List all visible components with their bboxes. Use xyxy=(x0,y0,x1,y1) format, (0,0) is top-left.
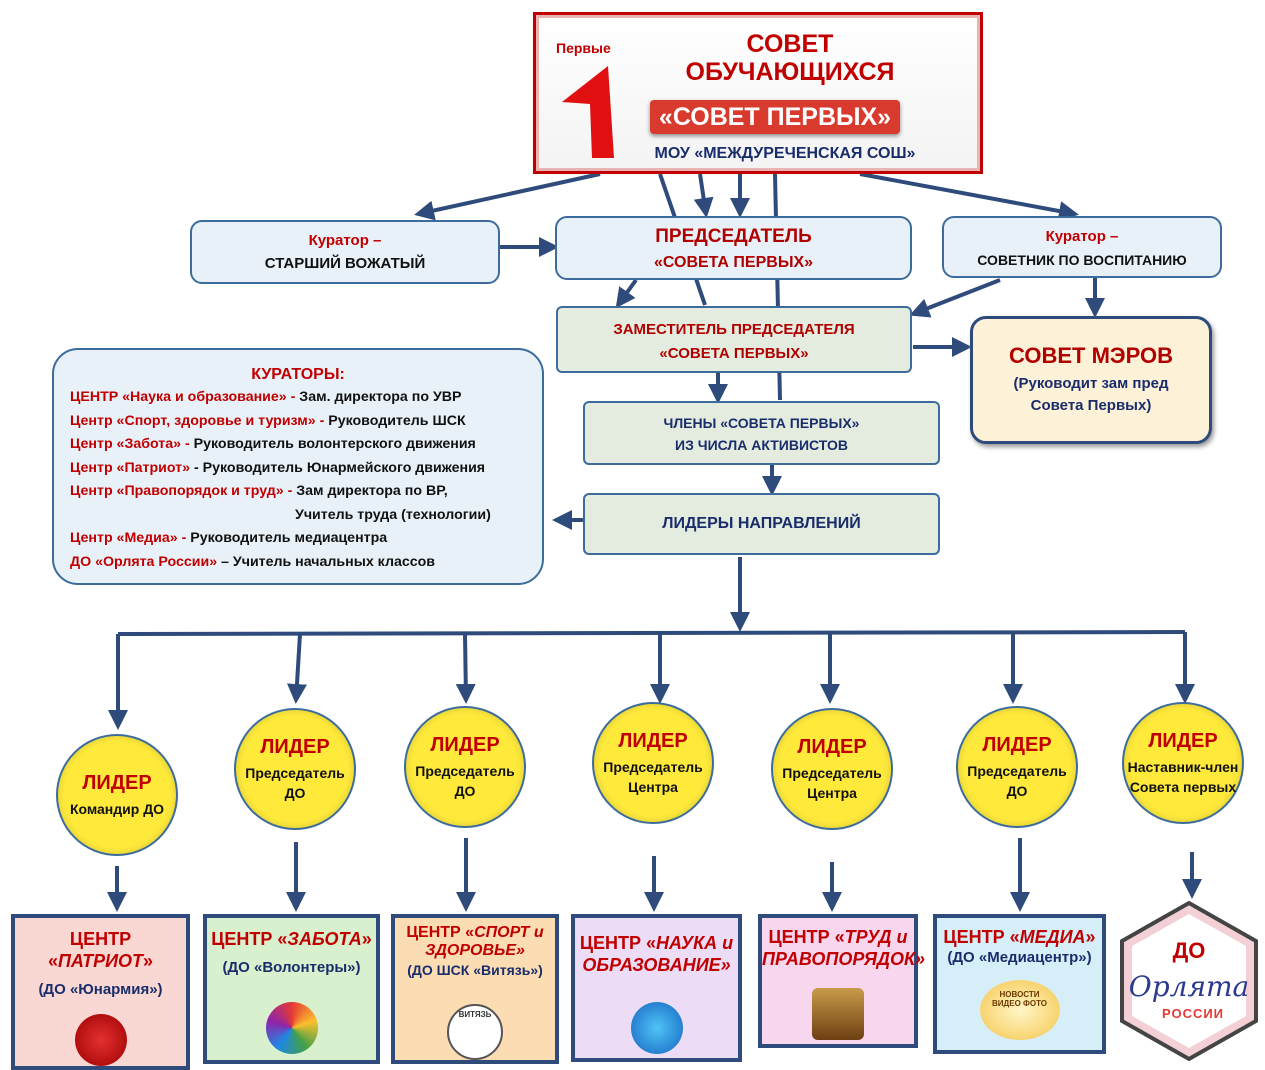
orlyata-hexagon: ДО Орлята РОССИИ xyxy=(1118,900,1260,1062)
first-logo-icon xyxy=(562,66,614,158)
center-science-box: ЦЕНТР «НАУКА и ОБРАЗОВАНИЕ» xyxy=(571,914,742,1062)
volunteer-hands-icon xyxy=(265,1002,318,1054)
curator-row: Учитель труда (технологии) xyxy=(295,506,491,523)
yunarmia-emblem-icon xyxy=(74,1014,127,1066)
orlyata-logo-top: Орлята xyxy=(1128,970,1250,1003)
graduation-book-icon xyxy=(630,1002,683,1054)
curators-list: КУРАТОРЫ: ЦЕНТР «Наука и образование» - … xyxy=(52,348,544,585)
orlyata-logo-bottom: РОССИИ xyxy=(1161,1006,1225,1021)
curator-senior-counselor: Куратор – СТАРШИЙ ВОЖАТЫЙ xyxy=(190,220,500,284)
header-badge: «СОВЕТ ПЕРВЫХ» xyxy=(650,100,900,134)
leader-circle-care: ЛИДЕР Председатель ДО xyxy=(234,708,356,830)
header-title: СОВЕТ ОБУЧАЮЩИХСЯ xyxy=(685,30,895,86)
deputy-box: ЗАМЕСТИТЕЛЬ ПРЕДСЕДАТЕЛЯ «СОВЕТА ПЕРВЫХ» xyxy=(556,306,912,373)
chairman-box: ПРЕДСЕДАТЕЛЬ «СОВЕТА ПЕРВЫХ» xyxy=(555,216,912,280)
direction-leaders-box: ЛИДЕРЫ НАПРАВЛЕНИЙ xyxy=(583,493,940,555)
leader-circle-orlyata: ЛИДЕР Наставник-член Совета первых xyxy=(1122,702,1244,824)
curator-row: Центр «Спорт, здоровье и туризм» - Руков… xyxy=(70,412,466,429)
media-news-icon: НОВОСТИ ВИДЕО ФОТО xyxy=(979,980,1060,1040)
logo-word: Первые xyxy=(556,40,611,56)
members-box: ЧЛЕНЫ «СОВЕТА ПЕРВЫХ» ИЗ ЧИСЛА АКТИВИСТО… xyxy=(583,401,940,465)
school-name: МОУ «МЕЖДУРЕЧЕНСКАЯ СОШ» xyxy=(654,145,916,162)
center-media-box: ЦЕНТР «МЕДИА» (ДО «Медиацентр») НОВОСТИ … xyxy=(933,914,1106,1054)
curator-row: Центр «Забота» - Руководитель волонтерск… xyxy=(70,436,476,452)
center-patriot-box: ЦЕНТР «ПАТРИОТ» (ДО «Юнармия») xyxy=(11,914,190,1070)
curator-row: Центр «Правопорядок и труд» - Зам директ… xyxy=(70,483,448,499)
curator-row: ДО «Орлята России» – Учитель начальных к… xyxy=(70,553,436,570)
leader-circle-science: ЛИДЕР Председатель Центра xyxy=(592,702,714,824)
leader-circle-labor: ЛИДЕР Председатель Центра xyxy=(771,708,893,830)
center-care-box: ЦЕНТР «ЗАБОТА» (ДО «Волонтеры») xyxy=(203,914,380,1064)
curator-row: Центр «Патриот» - Руководитель Юнармейск… xyxy=(70,459,486,476)
vityaz-emblem-icon: ВИТЯЗЬ xyxy=(447,1004,503,1060)
justice-scales-icon xyxy=(812,988,864,1040)
curator-education-advisor: Куратор – СОВЕТНИК ПО ВОСПИТАНИЮ xyxy=(942,216,1222,278)
mayors-council-box: СОВЕТ МЭРОВ (Руководит зам пред Совета П… xyxy=(970,316,1212,444)
leader-circle-sport: ЛИДЕР Председатель ДО xyxy=(404,706,526,828)
center-labor-box: ЦЕНТР «ТРУД и ПРАВОПОРЯДОК» xyxy=(758,914,925,1048)
orlyata-label: ДО xyxy=(1172,938,1206,963)
curator-row: ЦЕНТР «Наука и образование» - Зам. дирек… xyxy=(70,389,462,405)
curators-title: КУРАТОРЫ: xyxy=(251,366,345,383)
curator-row: Центр «Медиа» - Руководитель медиацентра xyxy=(70,530,388,546)
leader-circle-patriot: ЛИДЕР Командир ДО xyxy=(56,734,178,856)
leader-circle-media: ЛИДЕР Председатель ДО xyxy=(956,706,1078,828)
center-sport-box: ЦЕНТР «СПОРТ и ЗДОРОВЬЕ» (ДО ШСК «Витязь… xyxy=(391,914,559,1064)
